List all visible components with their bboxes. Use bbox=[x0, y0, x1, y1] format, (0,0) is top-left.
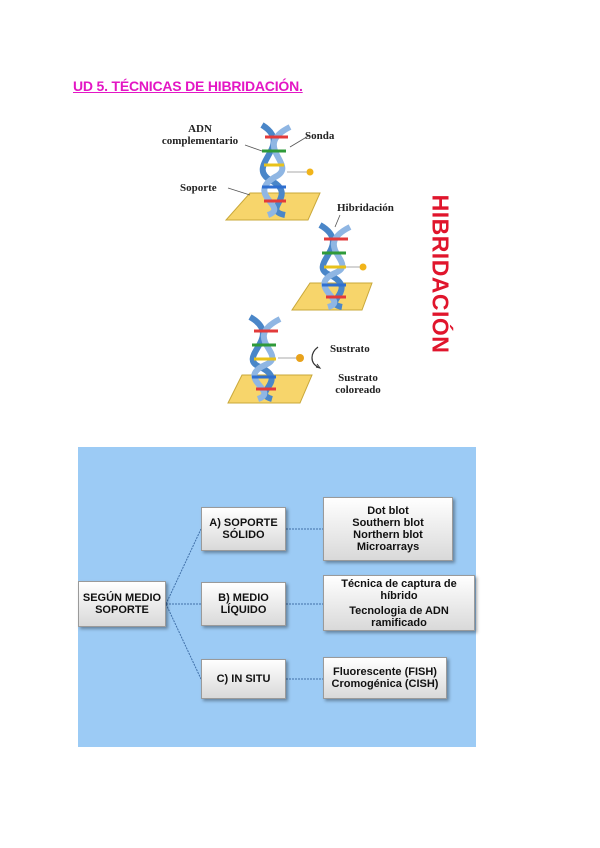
label-sustrato-coloreado-line2: coloreado bbox=[335, 384, 381, 396]
label-adn-complementario: ADN complementario bbox=[150, 123, 250, 147]
branch-a-line2: SÓLIDO bbox=[222, 529, 265, 541]
hybridization-figure: ADN complementario Sonda Soporte Hibrida… bbox=[150, 115, 460, 415]
branch-b-line2: LÍQUIDO bbox=[220, 604, 267, 616]
branch-medio-liquido: B) MEDIO LÍQUIDO bbox=[201, 582, 286, 626]
root-node: SEGÚN MEDIO SOPORTE bbox=[78, 581, 166, 627]
diagram-connectors bbox=[165, 528, 323, 680]
label-sonda: Sonda bbox=[305, 130, 335, 142]
leaf-b-item: Tecnologia de ADN bbox=[349, 604, 449, 617]
root-node-line1: SEGÚN MEDIO bbox=[82, 592, 162, 604]
leaf-a-item: Southern blot bbox=[352, 517, 424, 529]
leaf-b-item: Técnica de captura de bbox=[341, 577, 457, 590]
branch-soporte-solido: A) SOPORTE SÓLIDO bbox=[201, 507, 286, 551]
leaf-in-situ: Fluorescente (FISH) Cromogénica (CISH) bbox=[323, 657, 447, 699]
leaf-c-item: Fluorescente (FISH) bbox=[333, 666, 437, 678]
branch-in-situ: C) IN SITU bbox=[201, 659, 286, 699]
label-sustrato: Sustrato bbox=[330, 343, 370, 355]
classification-diagram: SEGÚN MEDIO SOPORTE A) SOPORTE SÓLIDO B)… bbox=[78, 447, 476, 747]
leaf-a-item: Microarrays bbox=[356, 541, 420, 553]
label-soporte: Soporte bbox=[180, 182, 217, 194]
branch-b-line1: B) MEDIO bbox=[218, 592, 269, 604]
label-adn-line2: complementario bbox=[161, 135, 239, 147]
leaf-a-item: Dot blot bbox=[367, 505, 409, 517]
label-hibridacion: Hibridación bbox=[337, 202, 394, 214]
leaf-a-item: Northern blot bbox=[353, 529, 423, 541]
dna-helix-2 bbox=[318, 222, 367, 310]
branch-a-line1: A) SOPORTE bbox=[209, 517, 278, 529]
leaf-medio-liquido: Técnica de captura de híbrido Tecnologia… bbox=[323, 575, 475, 631]
dna-helix-1 bbox=[259, 122, 314, 218]
label-adn-line1: ADN bbox=[188, 123, 212, 135]
dna-helix-3 bbox=[248, 314, 322, 402]
leaf-b-item: híbrido bbox=[380, 589, 418, 602]
leaf-b-item: ramificado bbox=[371, 616, 427, 629]
leaf-c-item: Cromogénica (CISH) bbox=[331, 678, 439, 690]
dna-illustration bbox=[224, 122, 373, 404]
hibridacion-vertical-word: HIBRIDACIÓN bbox=[425, 190, 455, 358]
label-sustrato-coloreado-line1: Sustrato bbox=[338, 372, 378, 384]
leaf-soporte-solido: Dot blot Southern blot Northern blot Mic… bbox=[323, 497, 453, 561]
label-sustrato-coloreado: Sustrato coloreado bbox=[328, 372, 388, 396]
branch-c-line1: C) IN SITU bbox=[216, 673, 271, 685]
root-node-line2: SOPORTE bbox=[95, 604, 149, 616]
hibridacion-vertical-text: HIBRIDACIÓN bbox=[427, 194, 454, 354]
page-title: UD 5. TÉCNICAS DE HIBRIDACIÓN. bbox=[73, 78, 303, 94]
